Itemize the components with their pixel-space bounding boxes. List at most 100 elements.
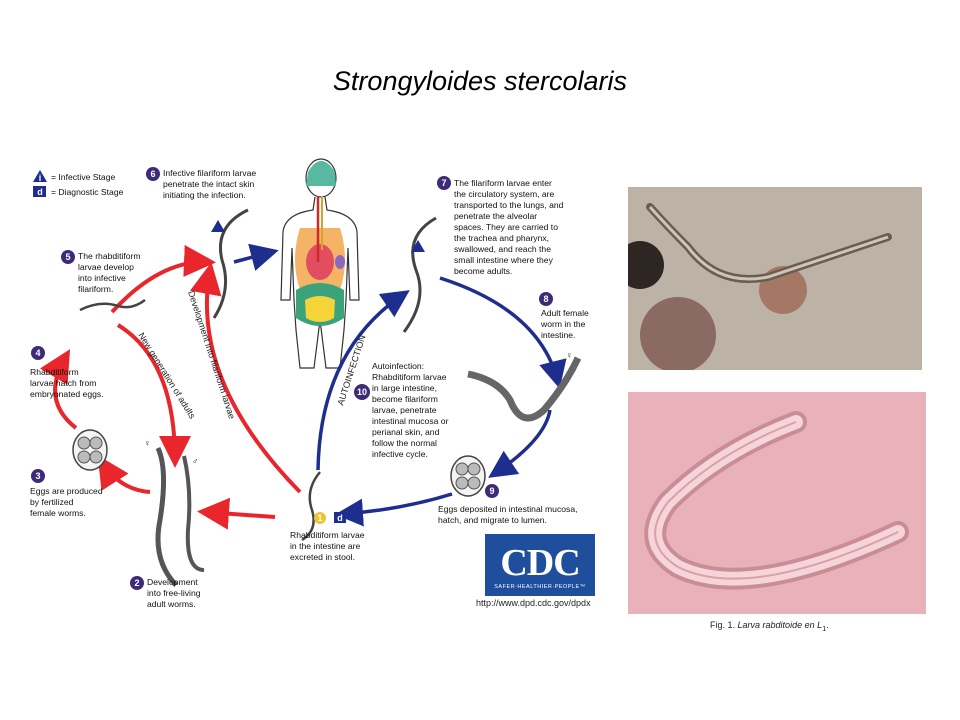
svg-text:small intestine where they: small intestine where they: [454, 255, 554, 265]
svg-text:10: 10: [357, 387, 367, 397]
svg-text:The filariform larvae enter: The filariform larvae enter: [454, 178, 552, 188]
svg-text:Adult female: Adult female: [541, 308, 589, 318]
arrow-8-to-9: [488, 409, 552, 478]
step-circles: 6 5 4 3 2 7 8 9 10: [31, 167, 553, 590]
micrograph-larva-2: [628, 392, 926, 614]
svg-text:Eggs are produced: Eggs are produced: [30, 486, 103, 496]
svg-text:perianal skin, and: perianal skin, and: [372, 427, 440, 437]
step-7-text: The filariform larvae enter the circulat…: [454, 178, 564, 276]
svg-text:the circulatory system, are: the circulatory system, are: [454, 189, 555, 199]
diagnostic-stage-icon: [33, 186, 46, 197]
arrow-1-to-6: [189, 262, 302, 494]
svg-text:excreted in stool.: excreted in stool.: [290, 552, 355, 562]
male-adult-worm: [182, 455, 205, 572]
svg-text:larvae develop: larvae develop: [78, 262, 134, 272]
step-8-text: Adult female worm in the intestine.: [540, 308, 589, 340]
cdc-logo: CDC SAFER·HEALTHIER·PEOPLE™: [485, 534, 595, 596]
arrow-6-to-human: [233, 243, 279, 271]
svg-text:by fertilized: by fertilized: [30, 497, 74, 507]
arrow-2-to-3: [97, 455, 151, 494]
svg-text:3: 3: [35, 471, 40, 481]
step-5-text: The rhabditiform larvae develop into inf…: [78, 251, 141, 294]
arrow-adults: [116, 323, 191, 468]
larva-5: [79, 298, 146, 312]
page-title: Strongyloides stercolaris: [332, 66, 628, 96]
svg-text:larvae hatch from: larvae hatch from: [30, 378, 96, 388]
svg-text:in the intestine are: in the intestine are: [290, 541, 360, 551]
cdc-logo-text: CDC: [500, 542, 580, 584]
step-10-text: Autoinfection: Rhabditiform larvae in la…: [372, 361, 449, 459]
svg-text:infective cycle.: infective cycle.: [372, 449, 428, 459]
svg-text:2: 2: [134, 578, 139, 588]
infective-marker-7: [411, 240, 425, 252]
male-symbol: ♂: [192, 456, 198, 466]
step-4-text: Rhabditiform larvae hatch from embryonat…: [30, 367, 104, 399]
svg-text:become filariform: become filariform: [372, 394, 438, 404]
arrow-9-to-1: [335, 492, 453, 527]
svg-text:7: 7: [441, 178, 446, 188]
svg-text:6: 6: [150, 169, 155, 179]
svg-text:Development: Development: [147, 577, 198, 587]
legend-infective-label: = Infective Stage: [51, 172, 115, 182]
svg-text:Eggs deposited in intestinal m: Eggs deposited in intestinal mucosa,: [438, 504, 578, 514]
filariform-larva-7: [402, 216, 437, 333]
worms: [79, 208, 582, 587]
rhabditiform-larva-1: [301, 471, 321, 542]
arrow-7-to-8: [439, 276, 567, 389]
svg-text:transported to the lungs, and: transported to the lungs, and: [454, 200, 564, 210]
svg-text:The rhabditiform: The rhabditiform: [78, 251, 141, 261]
step-2-text: Development into free-living adult worms…: [147, 577, 201, 609]
svg-text:8: 8: [543, 294, 548, 304]
svg-text:penetrate the alveolar: penetrate the alveolar: [454, 211, 537, 221]
arrow-autoinfection: [316, 290, 410, 471]
svg-text:into free-living: into free-living: [147, 588, 201, 598]
cdc-tagline: SAFER·HEALTHIER·PEOPLE™: [494, 584, 586, 590]
step-3-text: Eggs are produced by fertilized female w…: [30, 486, 103, 518]
svg-text:intestinal mucosa or: intestinal mucosa or: [372, 416, 449, 426]
legend-diagnostic-label: = Diagnostic Stage: [51, 187, 124, 197]
egg-cluster-3: [72, 429, 108, 471]
svg-text:embryonated eggs.: embryonated eggs.: [30, 389, 104, 399]
svg-text:larvae, penetrate: larvae, penetrate: [372, 405, 437, 415]
arrow-3-to-4: [40, 349, 78, 430]
svg-text:filariform.: filariform.: [78, 284, 113, 294]
svg-text:female worms.: female worms.: [30, 508, 86, 518]
free-living-cycle-arrows: [40, 245, 302, 530]
diagnostic-marker-1: [334, 512, 346, 523]
arrow-1-to-2: [197, 497, 276, 530]
infective-stage-icon: [33, 170, 47, 182]
svg-text:Autoinfection:: Autoinfection:: [372, 361, 424, 371]
step-9-text: Eggs deposited in intestinal mucosa, hat…: [438, 504, 578, 525]
label-development-filariform: Development into filariform larvae: [186, 290, 237, 421]
svg-text:spaces. They are carried to: spaces. They are carried to: [454, 222, 558, 232]
label-new-generation: New generation of adults: [136, 331, 198, 421]
svg-text:initiating the infection.: initiating the infection.: [163, 190, 246, 200]
step-1-circle: [314, 512, 326, 524]
svg-text:follow the normal: follow the normal: [372, 438, 437, 448]
svg-text:swallowed, and reach the: swallowed, and reach the: [454, 244, 551, 254]
step-6-text: Infective filariform larvae penetrate th…: [163, 168, 256, 200]
female-symbol: ♀: [144, 438, 150, 448]
svg-text:penetrate the intact skin: penetrate the intact skin: [163, 179, 254, 189]
step-1-text: Rhabditiform larvae in the intestine are…: [290, 530, 365, 562]
svg-text:worm in the: worm in the: [540, 319, 586, 329]
filariform-larva-6: [212, 208, 249, 319]
svg-text:into infective: into infective: [78, 273, 126, 283]
egg-cluster-9: [450, 455, 486, 497]
svg-text:9: 9: [489, 486, 494, 496]
female-adult-worm: [155, 446, 178, 587]
svg-text:Infective filariform larvae: Infective filariform larvae: [163, 168, 256, 178]
parasitic-cycle-arrows: [233, 243, 567, 527]
micrograph-larva-1: [628, 187, 922, 370]
female-symbol-8: ♀: [566, 350, 572, 360]
svg-text:i: i: [39, 173, 42, 183]
svg-text:hatch, and migrate to lumen.: hatch, and migrate to lumen.: [438, 515, 547, 525]
adult-female-worm-8: [467, 356, 582, 422]
human-figure: [280, 158, 360, 369]
svg-text:the trachea and pharynx,: the trachea and pharynx,: [454, 233, 549, 243]
svg-text:Rhabditiform larvae: Rhabditiform larvae: [290, 530, 365, 540]
figure-caption: Fig. 1. Larva rabditoide en L1.: [710, 620, 829, 633]
source-url: http://www.dpd.cdc.gov/dpdx: [476, 598, 591, 608]
svg-text:become adults.: become adults.: [454, 266, 512, 276]
